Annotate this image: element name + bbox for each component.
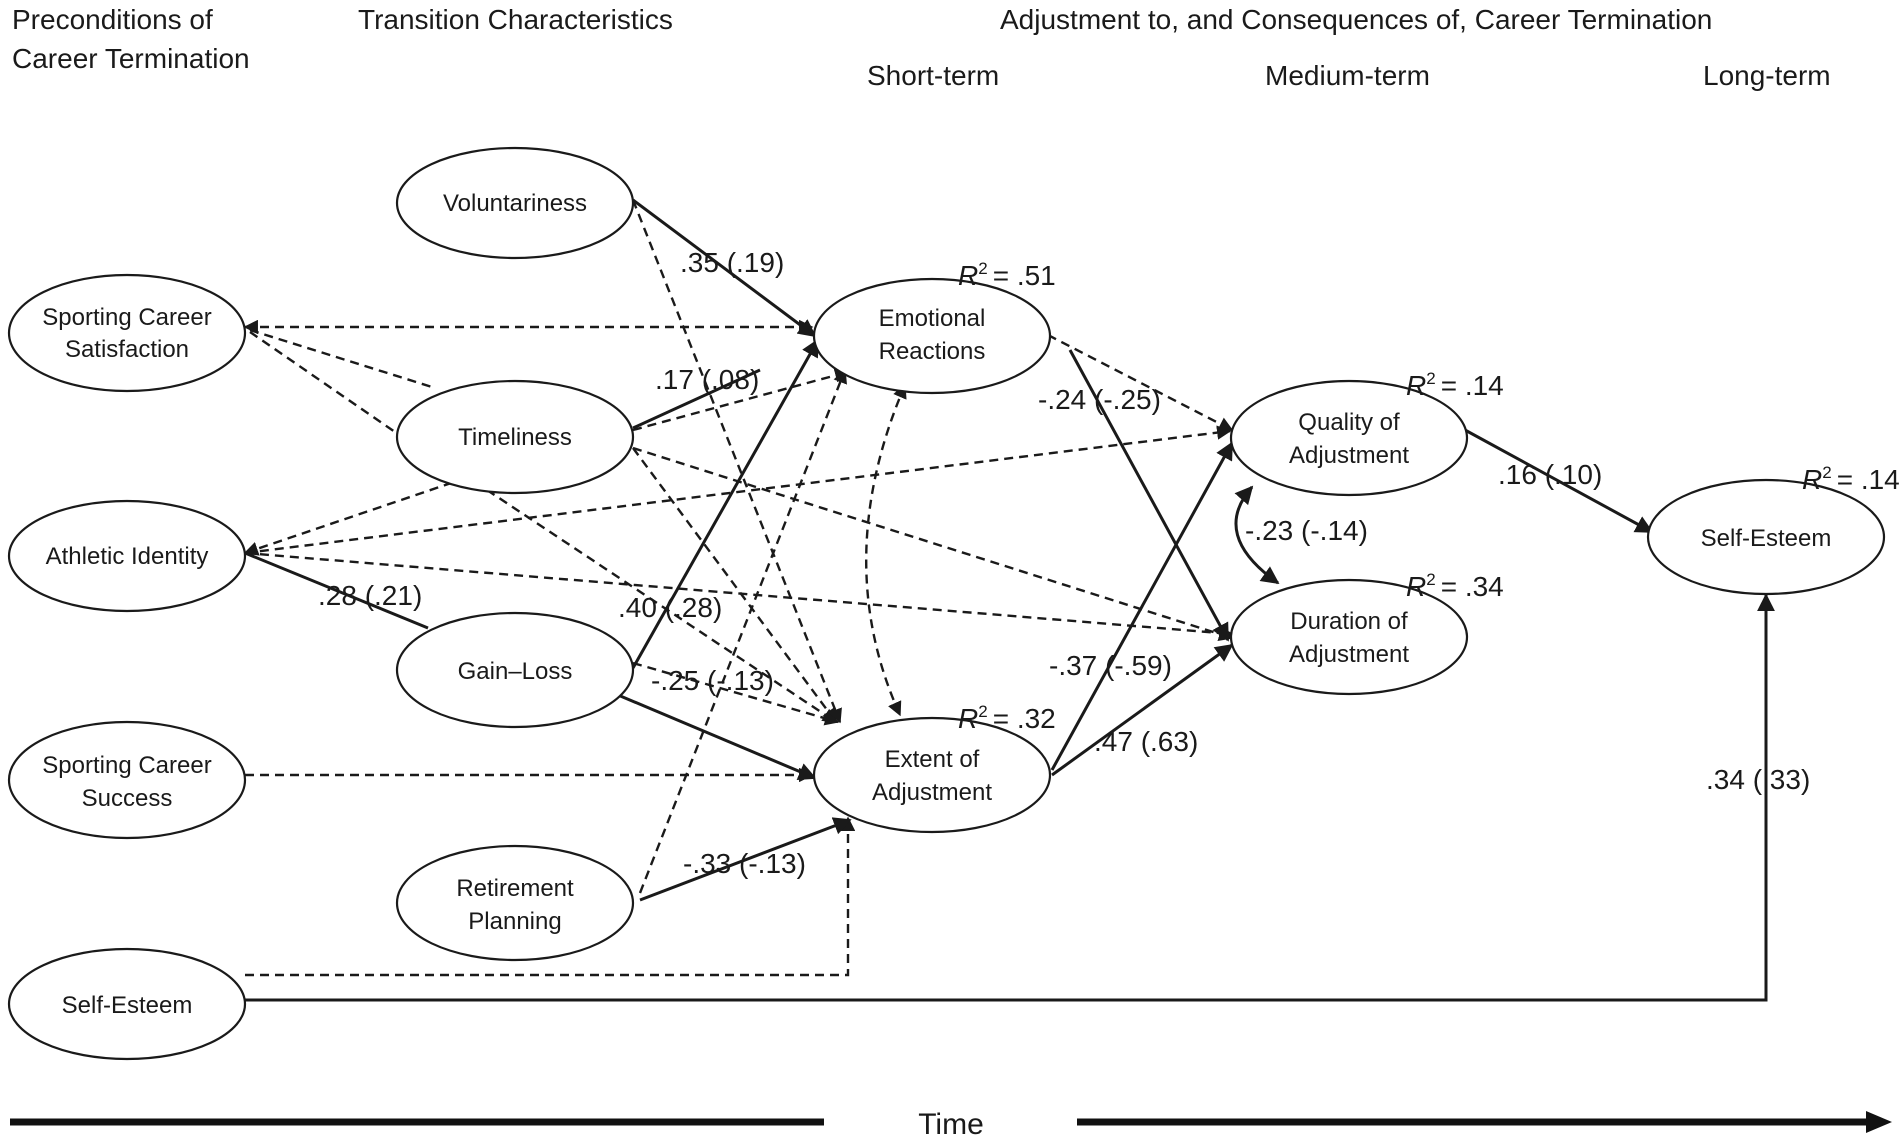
node-voluntariness-label: Voluntariness xyxy=(443,190,587,217)
path-quality-duration-cov xyxy=(1234,485,1280,585)
path-extent-duration xyxy=(1051,643,1234,777)
label-gainloss-emotional: .40 (.28) xyxy=(618,592,722,623)
path-selfesteem-selfesteem xyxy=(245,593,1775,1002)
path-extent-quality xyxy=(1050,441,1234,771)
node-extent-label-1: Extent of xyxy=(885,746,980,773)
header-short-term: Short-term xyxy=(867,60,999,91)
time-label: Time xyxy=(918,1108,984,1138)
node-retirement-label-2: Planning xyxy=(468,908,561,935)
path-athletic-gainloss xyxy=(244,551,429,630)
path-athletic-quality xyxy=(244,425,1232,555)
node-duration-of-adjustment: Duration of Adjustment xyxy=(1229,578,1469,696)
header-adjustment: Adjustment to, and Consequences of, Care… xyxy=(1000,4,1712,35)
node-athletic-identity: Athletic Identity xyxy=(7,499,247,613)
label-timeliness-emotional: .17 (.08) xyxy=(655,364,759,395)
label-retirement-extent: -.33 (-.13) xyxy=(683,848,806,879)
node-quality-label-2: Adjustment xyxy=(1289,442,1409,469)
label-voluntariness-emotional: .35 (.19) xyxy=(680,247,784,278)
path-emotional-extent-cov xyxy=(865,383,907,717)
node-timeliness-label: Timeliness xyxy=(458,424,572,451)
node-voluntariness: Voluntariness xyxy=(395,146,635,260)
node-self-esteem-pre-label: Self-Esteem xyxy=(62,992,193,1019)
label-quality-duration-cov: -.23 (-.14) xyxy=(1245,515,1368,546)
path-quality-selfesteem xyxy=(1464,428,1654,534)
node-sporting-career-success: Sporting Career Success xyxy=(7,720,247,840)
r2-self-esteem-post: R2= .14 xyxy=(1802,463,1900,495)
label-selfesteem-selfesteem: .34 (.33) xyxy=(1706,764,1810,795)
label-athletic-gainloss: .28 (.21) xyxy=(318,580,422,611)
path-voluntariness-emotional xyxy=(632,198,817,338)
node-extent-label-2: Adjustment xyxy=(872,779,992,806)
node-gain-loss: Gain–Loss xyxy=(395,611,635,729)
node-emotional-label-2: Reactions xyxy=(879,338,986,365)
header-medium-term: Medium-term xyxy=(1265,60,1430,91)
r2-emotional: R2= .51 xyxy=(958,259,1056,291)
header-preconditions-line2: Career Termination xyxy=(12,43,250,74)
path-timeliness-emotional xyxy=(632,368,761,430)
label-extent-quality: -.37 (-.59) xyxy=(1049,650,1172,681)
node-sporting-career-satisfaction: Sporting Career Satisfaction xyxy=(7,273,247,393)
node-extent-of-adjustment: Extent of Adjustment xyxy=(812,716,1052,834)
node-emotional-reactions: Emotional Reactions xyxy=(812,277,1052,395)
r2-extent: R2= .32 xyxy=(958,702,1056,734)
path-timeliness-extent xyxy=(632,447,837,724)
header-preconditions-line1: Preconditions of xyxy=(12,4,213,35)
label-gainloss-extent: -.25 (-.13) xyxy=(651,665,774,696)
node-self-esteem-post: Self-Esteem xyxy=(1646,478,1886,596)
node-satisfaction-label-1: Sporting Career xyxy=(42,304,211,331)
node-success-label-1: Sporting Career xyxy=(42,752,211,779)
path-timeliness-emotional-dash xyxy=(632,368,850,432)
path-retirement-emotional xyxy=(638,368,847,894)
path-gainloss-extent-dash xyxy=(632,661,840,726)
node-quality-label-1: Quality of xyxy=(1298,409,1400,436)
label-quality-selfesteem: .16 (.10) xyxy=(1498,459,1602,490)
node-emotional-label-1: Emotional xyxy=(879,305,986,332)
path-emotional-duration xyxy=(1068,349,1230,642)
path-voluntariness-extent xyxy=(631,199,842,724)
node-duration-label-1: Duration of xyxy=(1290,608,1408,635)
path-satisfaction-timeliness-b xyxy=(249,331,396,433)
node-retirement-planning: Retirement Planning xyxy=(395,844,635,962)
path-satisfaction-timeliness-a xyxy=(249,328,433,389)
path-retirement-extent xyxy=(639,817,852,902)
header-long-term: Long-term xyxy=(1703,60,1831,91)
path-athletic-timeliness xyxy=(243,478,461,556)
path-emotional-quality xyxy=(1047,333,1234,432)
time-arrowhead xyxy=(1866,1111,1892,1133)
r2-quality: R2= .14 xyxy=(1406,369,1504,401)
path-timeliness-duration xyxy=(632,446,1234,641)
path-athletic-duration xyxy=(244,551,1234,641)
node-self-esteem-pre: Self-Esteem xyxy=(7,947,247,1061)
header-transition: Transition Characteristics xyxy=(358,4,673,35)
path-gainloss-extent xyxy=(617,693,817,781)
path-timeliness-extent-b xyxy=(486,489,838,723)
label-extent-duration: .47 (.63) xyxy=(1094,726,1198,757)
node-athletic-identity-label: Athletic Identity xyxy=(46,543,209,570)
node-quality-of-adjustment: Quality of Adjustment xyxy=(1229,379,1469,497)
node-timeliness: Timeliness xyxy=(395,379,635,495)
node-retirement-label-1: Retirement xyxy=(456,875,574,902)
path-selfesteem-extent xyxy=(245,816,856,977)
label-emotional-duration: -.24 (-.25) xyxy=(1038,384,1161,415)
r2-duration: R2= .34 xyxy=(1406,570,1504,602)
node-gain-loss-label: Gain–Loss xyxy=(458,658,573,685)
node-satisfaction-label-2: Satisfaction xyxy=(65,336,189,363)
node-success-label-2: Success xyxy=(82,785,173,812)
path-gainloss-emotional xyxy=(631,338,820,669)
node-duration-label-2: Adjustment xyxy=(1289,641,1409,668)
node-self-esteem-post-label: Self-Esteem xyxy=(1701,525,1832,552)
